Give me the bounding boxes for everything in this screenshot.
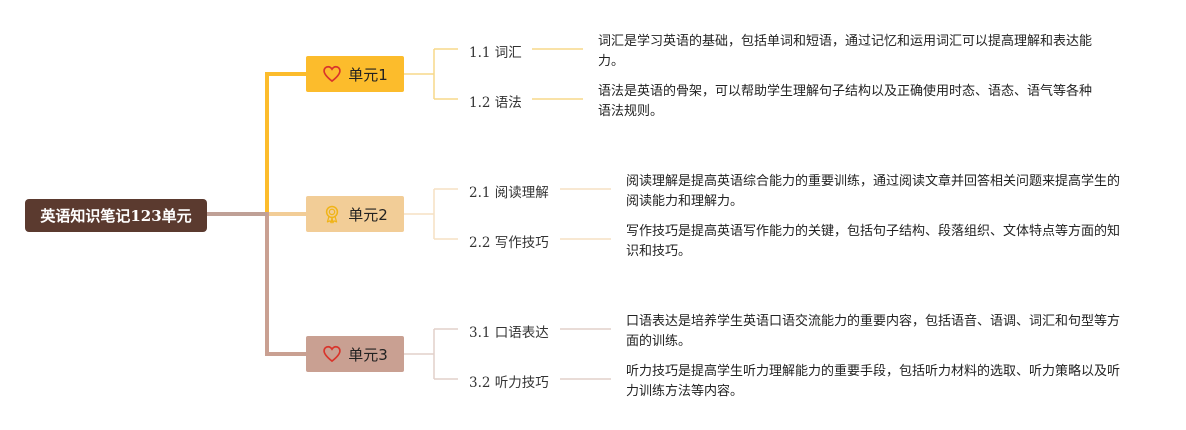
unit-node-3[interactable]: 单元3 (306, 336, 404, 372)
connector-unit2-items (404, 188, 458, 240)
connector-root-unit3 (207, 212, 306, 356)
item-3-1[interactable]: 3.1 口语表达 (469, 325, 549, 341)
connector-unit1-items (404, 48, 458, 100)
heart-icon (322, 64, 342, 84)
item-2-1[interactable]: 2.1 阅读理解 (469, 185, 549, 201)
desc-3-2: 听力技巧是提高学生听力理解能力的重要手段，包括听力材料的选取、听力策略以及听力训… (626, 364, 1121, 399)
item-1-2[interactable]: 1.2 语法 (469, 95, 522, 111)
root-title: 英语知识笔记123单元 (40, 207, 192, 225)
unit-label: 单元1 (348, 65, 388, 84)
unit-label: 单元3 (348, 345, 388, 364)
desc-3-1: 口语表达是培养学生英语口语交流能力的重要内容，包括语音、语调、词汇和句型等方面的… (626, 314, 1121, 349)
heart-icon (322, 344, 342, 364)
desc-1-1: 词汇是学习英语的基础，包括单词和短语，通过记忆和运用词汇可以提高理解和表达能力。 (598, 34, 1093, 69)
connector-root-unit1 (207, 72, 306, 216)
connector-unit3-items (404, 328, 458, 380)
unit-label: 单元2 (348, 205, 388, 224)
item-2-2[interactable]: 2.2 写作技巧 (469, 235, 549, 251)
unit-node-1[interactable]: 单元1 (306, 56, 404, 92)
desc-1-2: 语法是英语的骨架，可以帮助学生理解句子结构以及正确使用时态、语态、语气等各种语法… (598, 84, 1093, 119)
desc-2-2: 写作技巧是提高英语写作能力的关键，包括句子结构、段落组织、文体特点等方面的知识和… (626, 224, 1121, 259)
award-badge-icon (322, 204, 342, 224)
root-node[interactable]: 英语知识笔记123单元 (25, 199, 207, 232)
item-3-2[interactable]: 3.2 听力技巧 (469, 375, 549, 391)
item-1-1[interactable]: 1.1 词汇 (469, 45, 522, 61)
unit-node-2[interactable]: 单元2 (306, 196, 404, 232)
desc-2-1: 阅读理解是提高英语综合能力的重要训练，通过阅读文章并回答相关问题来提高学生的阅读… (626, 174, 1121, 209)
